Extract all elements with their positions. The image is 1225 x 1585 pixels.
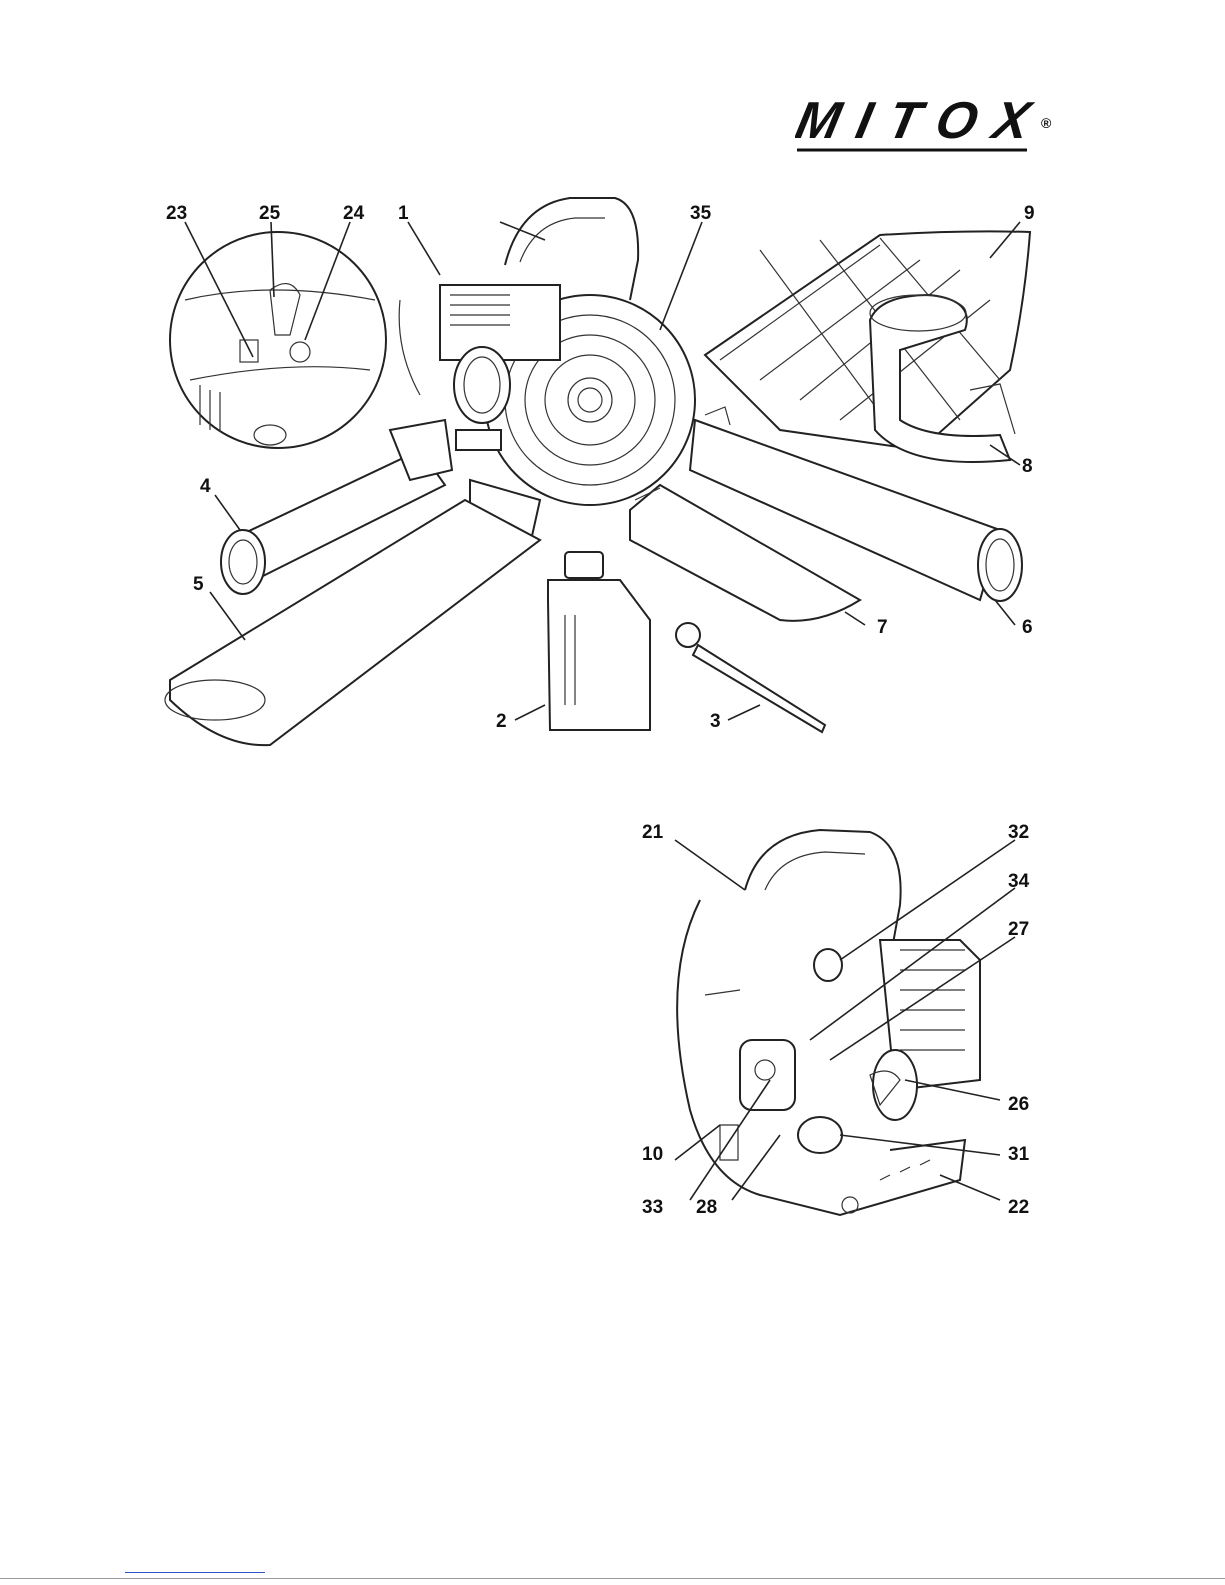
blower-rear-view [677,830,980,1215]
callout-label: 6 [1022,617,1033,638]
callout-label: 33 [642,1197,663,1218]
callout-label: 25 [259,203,281,224]
callout-label: 27 [1008,919,1029,940]
collection-bag [705,231,1030,462]
callout-label: 32 [1008,822,1029,843]
callout-label: 31 [1008,1144,1030,1165]
callout-label: 10 [642,1144,663,1165]
callout-label: 2 [496,711,507,732]
callout-label: 35 [690,203,712,224]
callout-label: 21 [642,822,664,843]
footer-link-underline[interactable] [125,1572,265,1573]
callout-label: 5 [193,574,204,595]
page-footer-rule [0,1578,1225,1579]
spark-plug-wrench [676,623,825,732]
callout-label: 7 [877,617,888,638]
callout-label: 9 [1024,203,1035,224]
callout-label: 8 [1022,456,1033,477]
callout-label: 24 [343,203,365,224]
oil-bottle [548,552,650,730]
callout-label: 28 [696,1197,717,1218]
callout-label: 22 [1008,1197,1029,1218]
detail-inset [170,232,386,448]
callout-label: 23 [166,203,187,224]
callout-label: 1 [398,203,409,224]
callout-label: 4 [200,476,211,497]
callout-label: 3 [710,711,721,732]
callout-label: 26 [1008,1094,1029,1115]
callout-label: 34 [1008,871,1030,892]
